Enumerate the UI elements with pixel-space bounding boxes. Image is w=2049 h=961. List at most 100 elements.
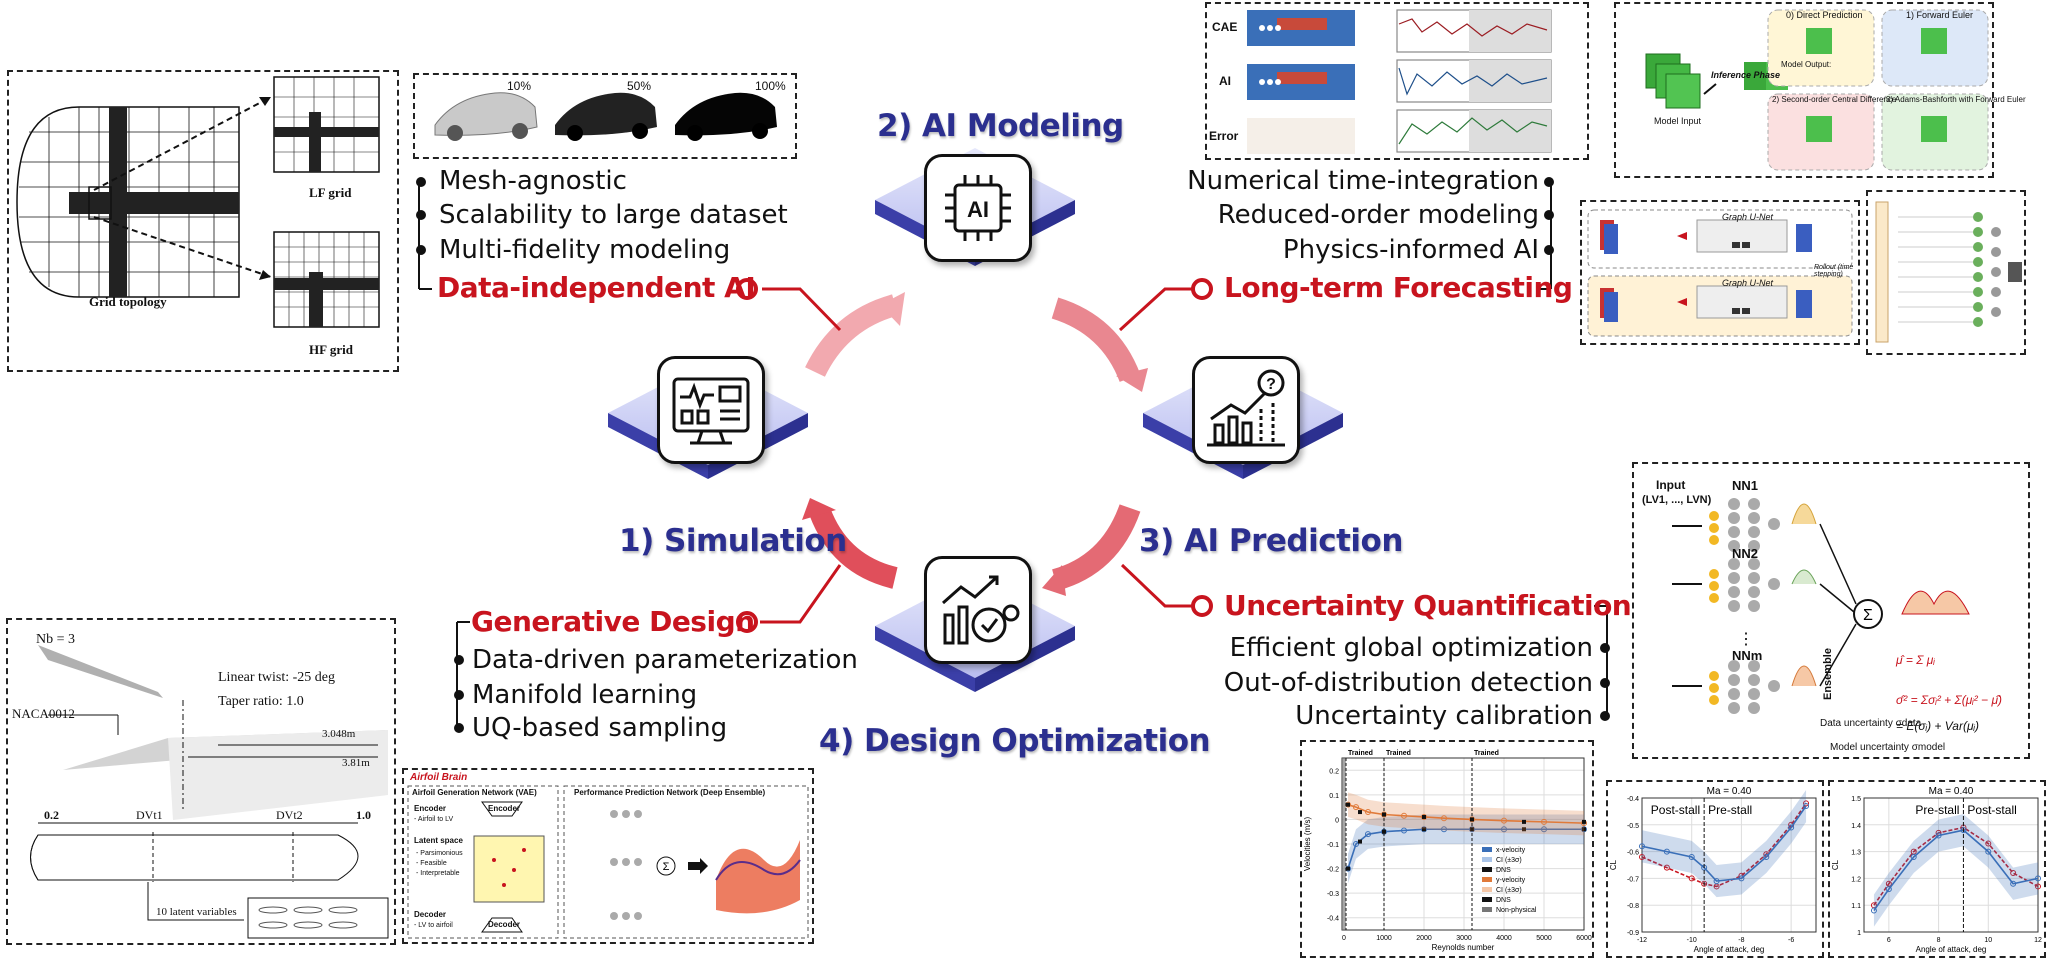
generative-item-2: Manifold learning (472, 680, 698, 710)
data-point (2035, 883, 2041, 890)
data-point (1688, 875, 1695, 882)
data-uncertainty-label: Data uncertainty σdata (1820, 718, 1922, 729)
lf-grid-label: LF grid (309, 185, 352, 200)
data-point (1365, 809, 1371, 816)
decoder-box-label: Decoder (488, 920, 521, 929)
data-point (1803, 803, 1810, 810)
x-tick-label: 10 (1984, 937, 1992, 944)
pinn-network-figure (1875, 201, 2022, 343)
hf-grid-label: HF grid (309, 342, 353, 357)
region-label-left: Pre-stall (1915, 803, 1959, 817)
x-axis-label: Angle of attack, deg (1694, 945, 1765, 954)
ppn-title: Performance Prediction Network (Deep Ens… (574, 788, 766, 797)
dns-marker (1382, 829, 1386, 834)
snapshot-stack (1645, 53, 1701, 109)
uq-input-label: Input (1656, 478, 1686, 492)
taper-label: Taper ratio: 1.0 (218, 694, 304, 709)
grid-topology-panel: Grid topology LF grid HF grid (7, 70, 399, 372)
nn1-network (1709, 498, 1780, 552)
data-point (1960, 827, 1967, 834)
y-tick-label: -0.9 (1627, 930, 1639, 937)
generative-item-1: Data-driven parameterization (472, 645, 858, 675)
plot-frame (1863, 797, 2039, 933)
legend-swatch-5 (1482, 897, 1492, 902)
data-point (1985, 848, 1992, 855)
cae-comparison-panel: CAE AI Error (1205, 2, 1589, 160)
data-point (1441, 815, 1447, 822)
latent-prop-3: - Interpretable (416, 870, 460, 877)
legend-swatch-4 (1482, 887, 1492, 892)
twist-label: Linear twist: -25 deg (218, 670, 336, 685)
y-tick-label: -0.5 (1627, 823, 1639, 830)
modeling-heading: Data-independent AI (437, 271, 756, 304)
data-point (1469, 816, 1475, 823)
data-point (1738, 875, 1745, 882)
central-diff-label: 2) Second-order Central Difference (1772, 95, 1897, 104)
series-line-0 (1641, 802, 1807, 888)
series-line-1 (1641, 805, 1807, 882)
y-tick-label: 0.2 (1329, 768, 1339, 775)
y-tick-label: 1 (1857, 930, 1861, 937)
x-tick-label: 0 (1342, 935, 1346, 942)
airfoil-brain-panel: Σ Airfoil Brain Airfoil Generation Netwo… (402, 768, 814, 944)
legend-entry-2: DNS (1496, 867, 1511, 874)
y-tick-label: -0.8 (1627, 903, 1639, 910)
data-point (1870, 907, 1877, 914)
latent-prop-2: - Feasible (416, 860, 447, 867)
encoder-desc: - Airfoil to LV (414, 816, 454, 823)
svg-text:Σ: Σ (663, 861, 670, 873)
data-point (1935, 832, 1942, 839)
y-tick-label: -0.3 (1327, 891, 1339, 898)
y-tick-label: 1.3 (1851, 850, 1861, 857)
chart-title: Ma = 0.40 (1707, 786, 1752, 797)
data-point (1541, 826, 1547, 833)
trained-annotation: Trained (1348, 750, 1373, 757)
chart-title: Ma = 0.40 (1929, 786, 1974, 797)
reduced-order-panel: Graph U-Net Graph U-Net Rollout (time st… (1580, 200, 1860, 345)
modeling-item-3: Multi-fidelity modeling (439, 235, 731, 265)
x-tick-label: -12 (1637, 937, 1647, 944)
stage-title-ai-prediction: 3) AI Prediction (1139, 523, 1403, 559)
data-point (1501, 826, 1507, 833)
grid-topology-label: Grid topology (89, 294, 167, 309)
forecasting-item-1: Numerical time-integration (1187, 166, 1539, 196)
uncertainty-item-1: Efficient global optimization (1229, 633, 1593, 663)
plot-frame (1641, 797, 1817, 933)
data-point (1501, 817, 1507, 824)
data-point (1985, 840, 1992, 847)
forecasting-item-2: Reduced-order modeling (1217, 200, 1539, 230)
mesh-10-label: 10% (507, 79, 532, 93)
y-tick-label: 0 (1335, 817, 1339, 824)
data-point (1803, 800, 1810, 807)
wing-design-panel: Nb = 3 Linear twist: -25 deg Taper ratio… (6, 618, 396, 945)
data-point (1910, 853, 1917, 860)
y-tick-label: -0.4 (1627, 796, 1639, 803)
stage-title-simulation: 1) Simulation (619, 523, 847, 559)
series-line-0 (1873, 826, 2039, 906)
svg-text:?: ? (1266, 376, 1276, 393)
svg-text:⋮: ⋮ (1738, 631, 1754, 648)
forward-euler-label: 1) Forward Euler (1906, 10, 1974, 20)
span-3048-label: 3.048m (322, 728, 356, 740)
y-tick-label: 1.1 (1851, 903, 1861, 910)
data-point (1713, 878, 1720, 885)
latent-space-label: Latent space (414, 836, 463, 845)
y-tick-label: -0.2 (1327, 867, 1339, 874)
legend-entry-4: CI (±3σ) (1496, 887, 1522, 894)
uq-ensemble-panel: ⋮ Σ μ̂ = Σ μᵢ σ̂² = Σσᵢ² + Σ(μᵢ² − μ̂) =… (1632, 462, 2030, 759)
model-input-label: Model Input (1654, 116, 1702, 126)
inference-phase-label: Inference Phase (1711, 70, 1781, 80)
car-mesh-100 (675, 92, 777, 141)
nn1-label: NN1 (1732, 478, 1759, 493)
arrow-model-to-pred (1051, 297, 1141, 383)
x-tick-label: -6 (1788, 937, 1794, 944)
svg-text:AI: AI (967, 197, 989, 222)
y-tick-label: -0.7 (1627, 876, 1639, 883)
data-point (1701, 880, 1708, 887)
nn2-label: NN2 (1732, 546, 1759, 561)
data-point (1401, 812, 1407, 819)
direct-prediction-label: 0) Direct Prediction (1786, 10, 1863, 20)
